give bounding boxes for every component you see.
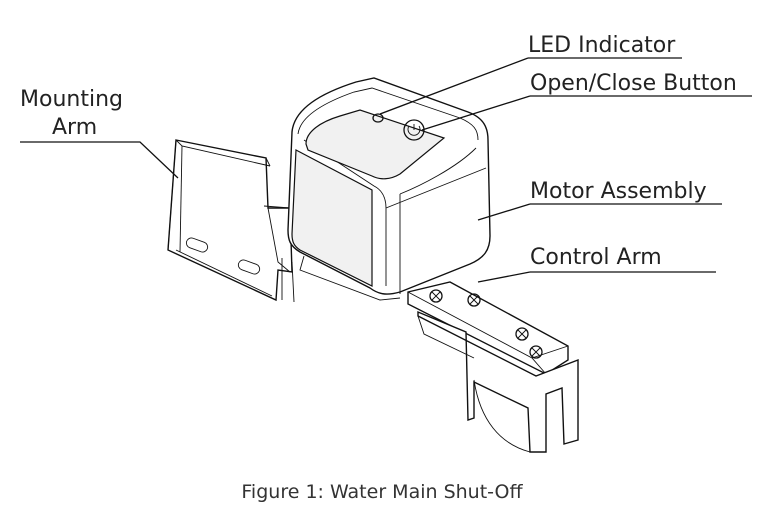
led-indicator-label: LED Indicator [528,33,676,58]
screw-icon [429,289,443,303]
motor-assembly-label: Motor Assembly [530,179,707,204]
control-arm-label: Control Arm [530,245,662,270]
mounting-arm-label-line2: Arm [52,115,97,140]
mounting-arm-label-line1: Mounting [20,87,123,112]
control-arm-drawing [407,281,579,453]
motor-housing-drawing [287,77,491,301]
open-close-button-label: Open/Close Button [530,71,737,96]
led-dot-icon [372,113,384,123]
screw-icon [529,345,543,359]
mounting-arm-drawing [167,139,295,303]
figure-caption: Figure 1: Water Main Shut-Off [241,481,523,503]
callout-lines [20,57,752,283]
screw-icon [467,293,481,307]
screw-icon [515,327,529,341]
